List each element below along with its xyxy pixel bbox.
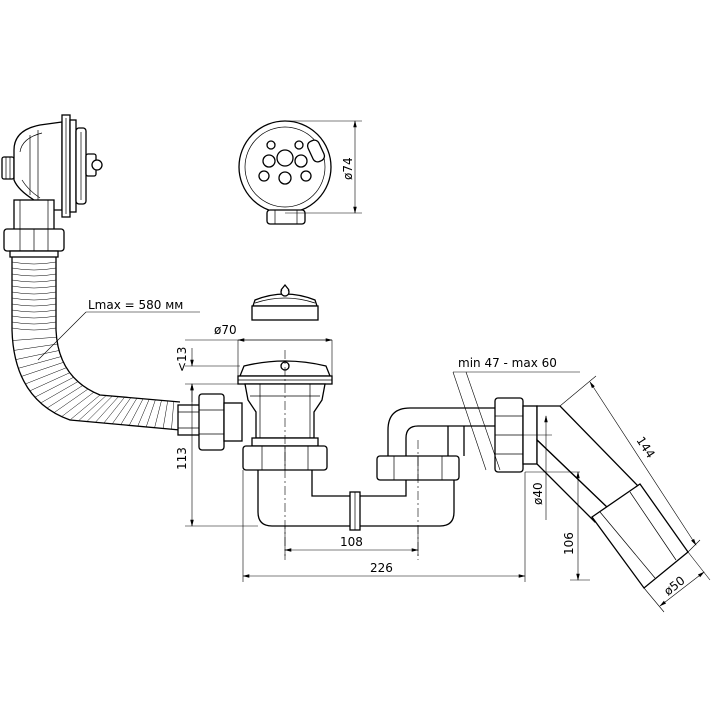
hose-ring — [11, 303, 57, 307]
hose-ring — [78, 395, 107, 421]
hose-ring — [40, 381, 79, 404]
drain-height-label: 113 — [175, 447, 189, 470]
pipe-diameter-label: ø50 — [661, 573, 687, 598]
outlet-diameter-label: ø40 — [531, 482, 545, 505]
strainer-diameter-label: ø74 — [341, 157, 355, 180]
hose-ring — [25, 367, 67, 385]
overflow-head — [1, 114, 103, 258]
hose-ring — [11, 327, 57, 331]
pipe-length-label: 144 — [633, 434, 657, 461]
drain-body — [237, 350, 333, 560]
hose-ring — [61, 392, 94, 417]
hose-ring — [11, 291, 57, 295]
hose-ring — [69, 394, 101, 421]
hose-ring — [18, 356, 62, 369]
u-trap — [257, 470, 455, 531]
hose-ring — [112, 397, 132, 424]
center-distance-label: 108 — [340, 535, 363, 549]
hose-connection-nut — [177, 393, 243, 451]
outlet-height-label: 106 — [562, 532, 576, 555]
trap-right-nut — [376, 440, 460, 560]
drain-diameter-label: ø70 — [214, 323, 237, 337]
hose-ring — [12, 336, 57, 341]
hose-ring — [13, 343, 58, 351]
hose-ring — [162, 400, 168, 429]
hose-ring — [137, 399, 150, 427]
hose-ring — [15, 350, 60, 360]
total-length-label: 226 — [370, 561, 393, 575]
hose-ring — [154, 400, 162, 428]
lip-height-label: <13 — [175, 347, 189, 372]
hose-ring — [120, 398, 138, 425]
hose-ring — [11, 309, 57, 313]
angled-outlet-pipe — [536, 405, 689, 589]
hose-ring — [11, 321, 57, 325]
overflow-range-label: min 47 - max 60 — [458, 356, 557, 370]
hose-ring — [11, 285, 57, 289]
hose-ring — [46, 385, 83, 409]
hose-ring — [11, 267, 57, 271]
hose-ring — [29, 372, 70, 392]
hose-ring — [103, 397, 125, 424]
hose-ring — [21, 362, 64, 377]
hose-ring — [95, 396, 119, 423]
hose-ring — [86, 395, 113, 422]
hose-ring — [11, 279, 57, 283]
hose-ring — [11, 315, 57, 319]
strainer-top-view: ø74 — [238, 120, 362, 225]
hose-length-callout: Lmax = 580 мм — [37, 298, 200, 361]
hose-ring — [145, 399, 156, 427]
hose-ring — [11, 261, 57, 265]
hose-length-label: Lmax = 580 мм — [88, 298, 183, 312]
hose-ring — [128, 398, 144, 426]
corrugated-hose — [11, 257, 181, 431]
hose-ring — [171, 401, 175, 430]
overflow-bend-pipe — [387, 407, 495, 456]
hose-ring — [11, 273, 57, 277]
hose-ring — [53, 388, 89, 413]
drain-plug-cap — [251, 283, 319, 321]
hose-ring — [34, 377, 74, 398]
hose-ring — [11, 297, 57, 301]
